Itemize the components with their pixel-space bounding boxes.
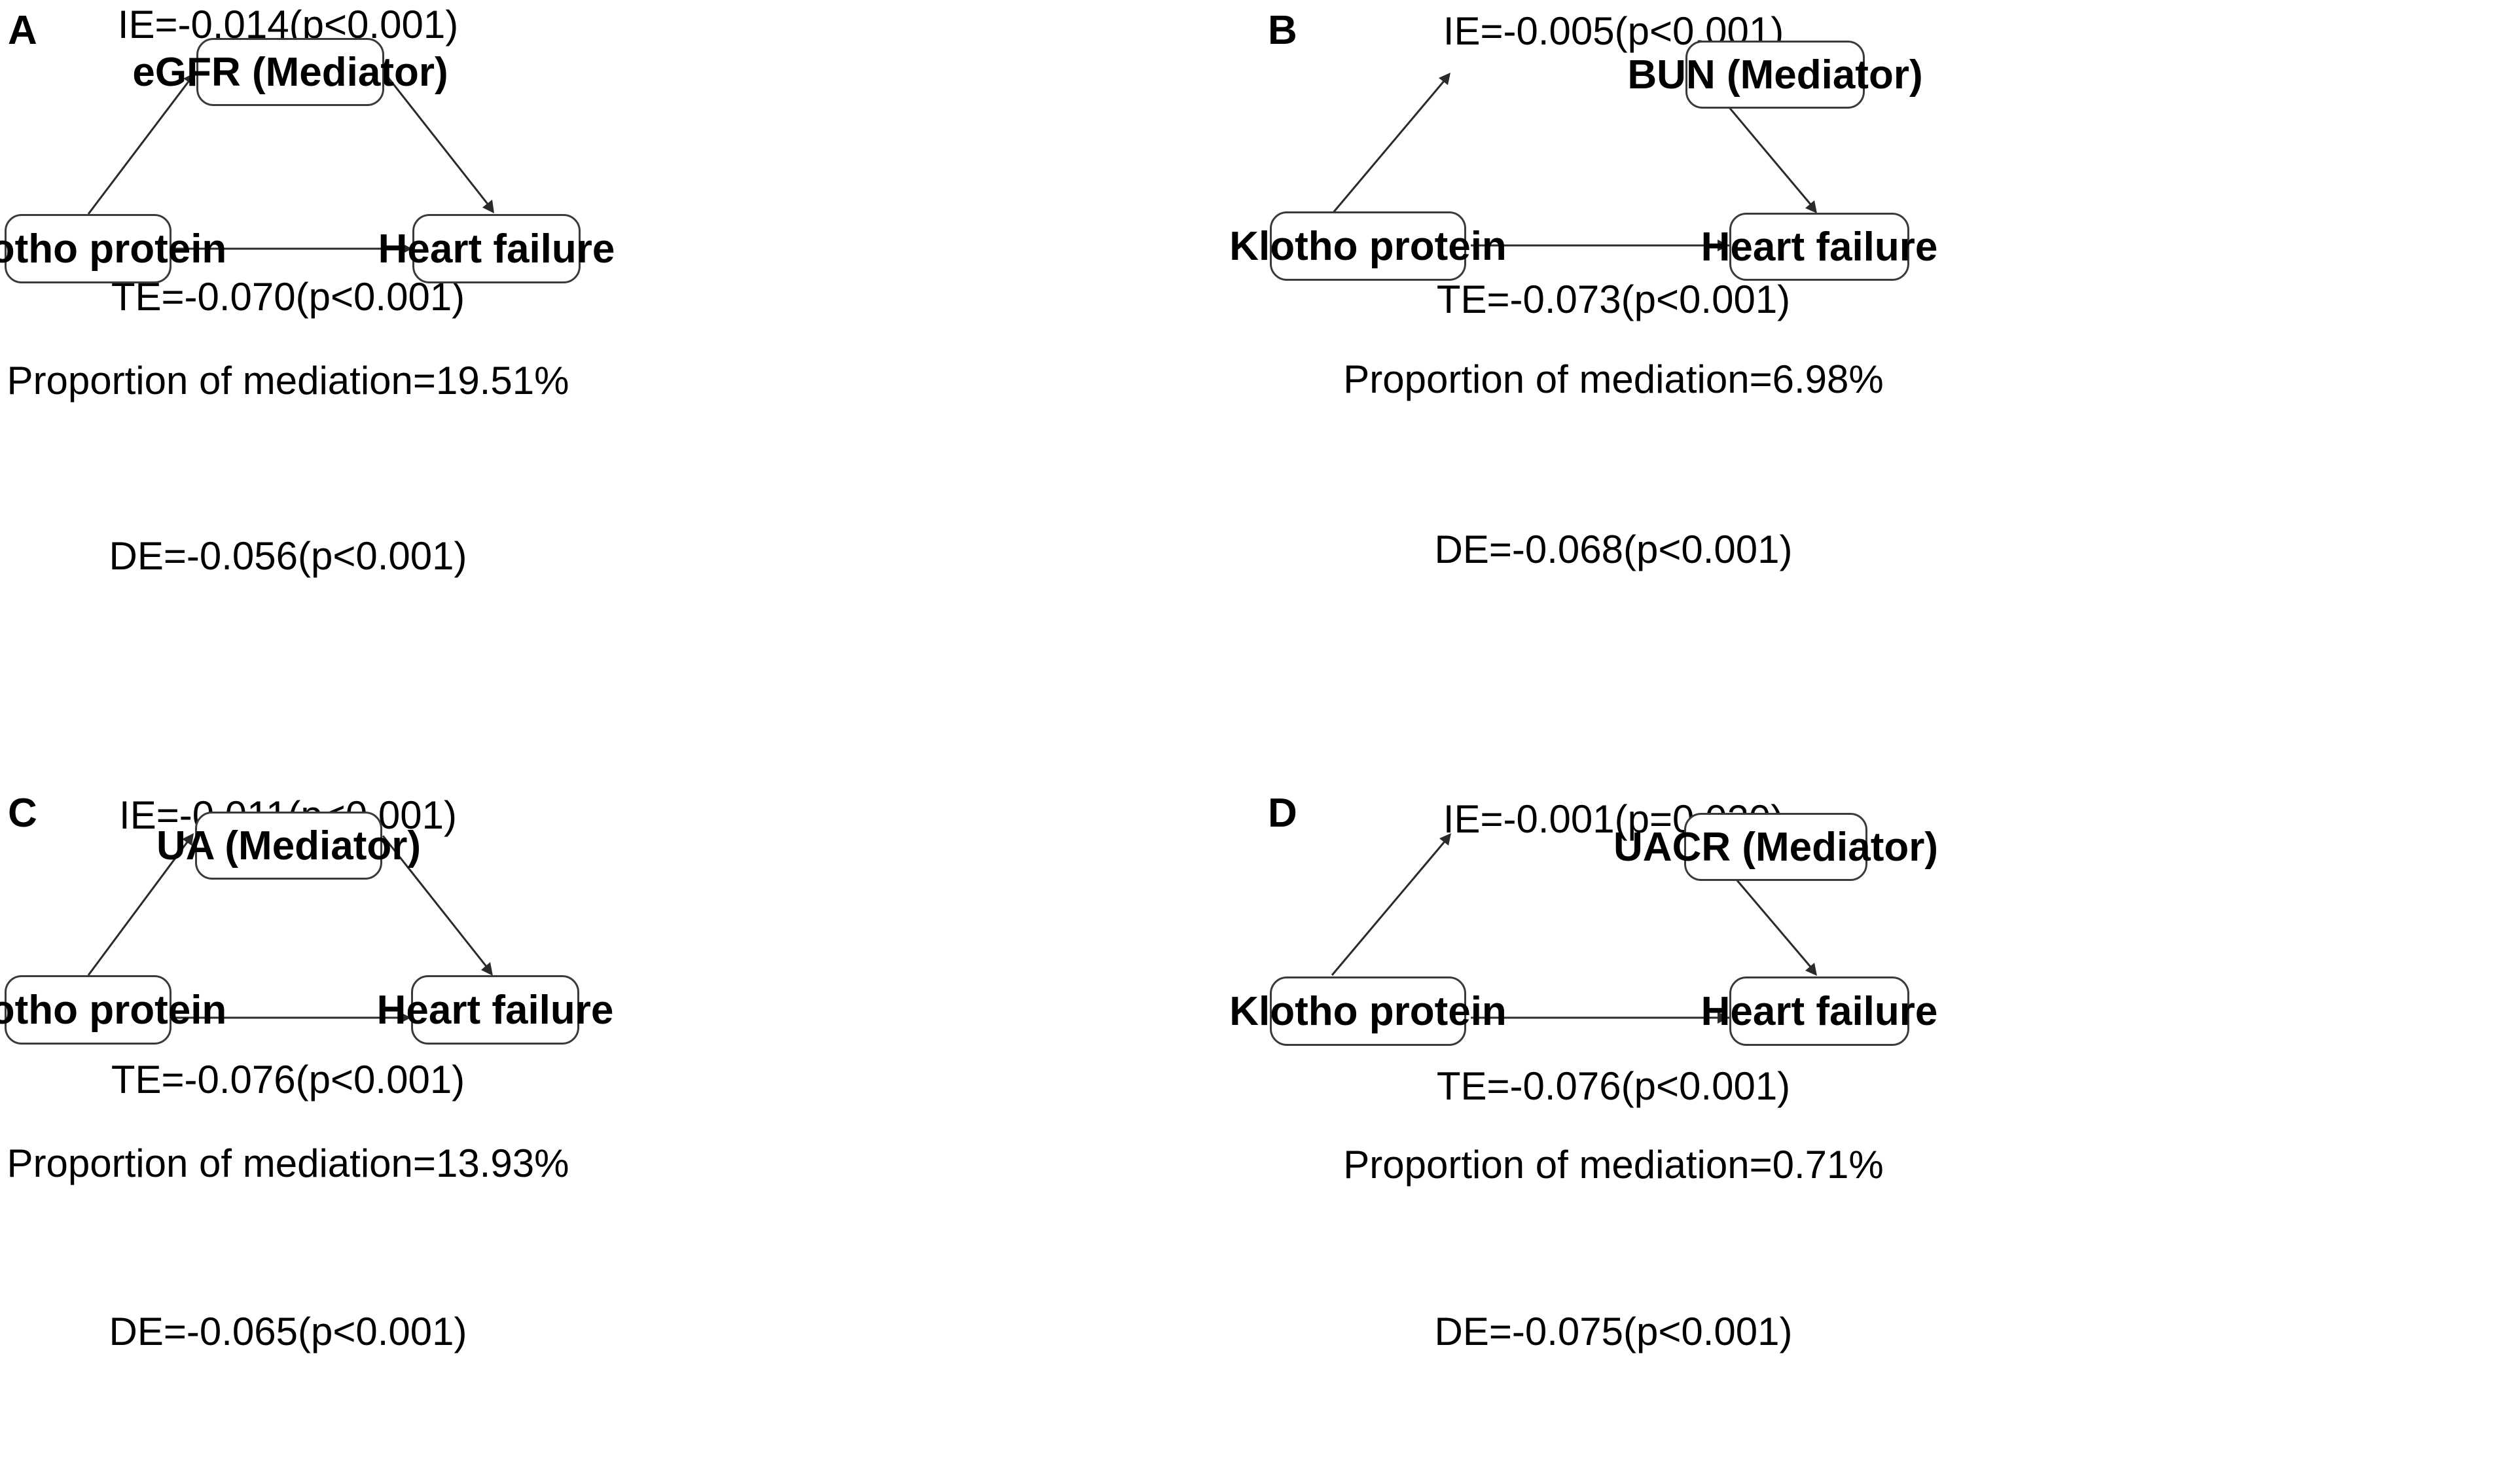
arrow-mediator-to-outcome xyxy=(384,73,492,209)
proportion-label: Proportion of mediation=6.98% xyxy=(1343,357,1884,401)
arrowhead-outcome-direct xyxy=(401,243,412,255)
arrowhead-outcome-indirect xyxy=(1805,200,1817,213)
direct-effect-label: DE=-0.068(p<0.001) xyxy=(1434,528,1793,571)
exposure-node: Klotho protein xyxy=(0,214,226,283)
arrows-a xyxy=(87,73,494,255)
arrowhead-mediator xyxy=(1439,833,1451,846)
outcome-node: Heart failure xyxy=(378,214,615,283)
direct-effect-label: DE=-0.056(p<0.001) xyxy=(109,534,467,578)
total-effect-label: TE=-0.076(p<0.001) xyxy=(111,1058,465,1101)
exposure-node: Klotho protein xyxy=(1229,211,1507,281)
arrowhead-outcome-indirect xyxy=(481,962,493,976)
panel-label: A xyxy=(8,8,37,53)
indirect-effect-label: IE=-0.005(p<0.001) xyxy=(1443,9,1784,53)
arrowhead-outcome-direct xyxy=(1718,240,1729,251)
proportion-label: Proportion of mediation=0.71% xyxy=(1343,1143,1884,1187)
arrow-mediator-to-outcome xyxy=(382,835,491,971)
arrowhead-mediator xyxy=(183,73,195,85)
arrow-exposure-to-mediator xyxy=(87,77,193,215)
arrowhead-outcome-indirect xyxy=(482,200,494,213)
arrow-exposure-to-mediator xyxy=(87,837,192,976)
panel-b: B IE=-0.005(p<0.001) BUN (Mediator) TE=-… xyxy=(1229,0,2520,683)
exposure-node: Klotho protein xyxy=(0,975,226,1045)
outcome-node: Heart failure xyxy=(377,975,613,1045)
arrowhead-outcome-direct xyxy=(399,1012,411,1024)
panel-d: D IE=-0.001(p=0.020) UACR (Mediator) TE=… xyxy=(1229,785,2520,1468)
arrow-exposure-to-mediator xyxy=(1331,837,1449,976)
indirect-effect-label: IE=-0.014(p<0.001) xyxy=(117,3,459,46)
total-effect-label: TE=-0.070(p<0.001) xyxy=(111,275,465,319)
arrowhead-mediator xyxy=(182,833,194,846)
mediator-node: UACR (Mediator) xyxy=(1613,813,1938,881)
arrowhead-mediator xyxy=(1439,73,1450,85)
total-effect-label: TE=-0.076(p<0.001) xyxy=(1436,1064,1791,1108)
panel-label: B xyxy=(1268,8,1297,53)
mediator-node: eGFR (Mediator) xyxy=(132,38,448,106)
total-effect-label: TE=-0.073(p<0.001) xyxy=(1436,277,1791,321)
direct-effect-label: DE=-0.075(p<0.001) xyxy=(1434,1310,1793,1353)
proportion-label: Proportion of mediation=19.51% xyxy=(7,359,569,403)
arrow-exposure-to-mediator xyxy=(1331,77,1449,215)
panel-label: D xyxy=(1268,791,1297,836)
mediator-node: UA (Mediator) xyxy=(156,812,421,880)
outcome-node: Heart failure xyxy=(1701,976,1937,1046)
mediator-node: BUN (Mediator) xyxy=(1627,41,1923,109)
arrows-c xyxy=(87,833,493,1024)
proportion-label: Proportion of mediation=13.93% xyxy=(7,1141,569,1185)
exposure-node: Klotho protein xyxy=(1229,976,1507,1046)
arrowhead-outcome-direct xyxy=(1718,1012,1729,1024)
outcome-node: Heart failure xyxy=(1701,213,1937,281)
panel-label: C xyxy=(8,791,37,836)
panel-c: C IE=-0.011(p<0.001) UA (Mediator) TE=-0… xyxy=(0,785,1260,1468)
direct-effect-label: DE=-0.065(p<0.001) xyxy=(109,1310,467,1353)
arrows-b xyxy=(1331,73,1817,251)
arrowhead-outcome-indirect xyxy=(1805,963,1817,976)
panel-a: A IE=-0.014(p<0.001) eGFR (Mediator) TE=… xyxy=(0,0,1260,683)
